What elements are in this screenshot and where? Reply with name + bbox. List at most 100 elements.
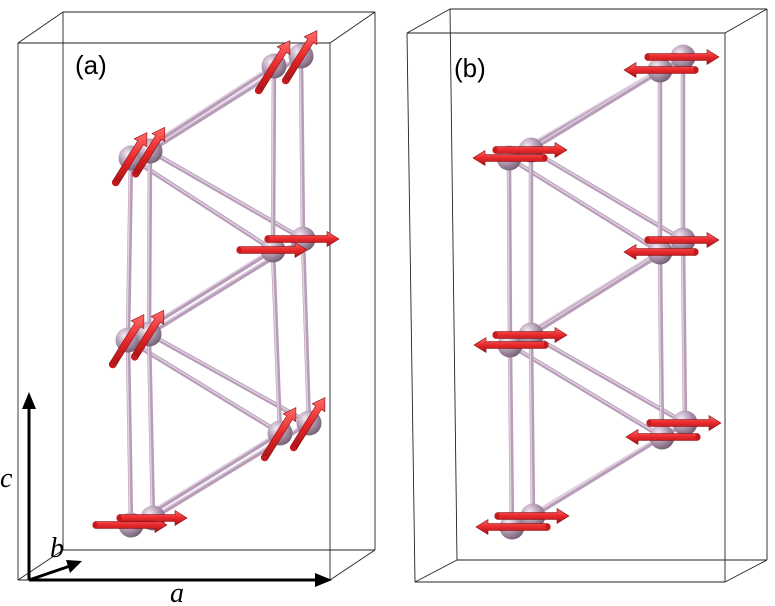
spin-tail-b-3 [492,146,498,154]
bond-a-17 [146,331,156,521]
bond-highlight-b-14 [507,156,510,345]
bond-b-16 [507,342,515,530]
unit-cell-b [406,8,768,583]
bond-highlight-a-3 [148,149,303,239]
bond-b-12 [657,249,665,440]
spin-tail-a-2 [254,88,262,95]
spin-arrow-a-0 [111,132,148,186]
spin-tail-a-4 [236,246,242,254]
axis-b-label: b [50,533,64,564]
spin-tail-a-3 [281,78,289,85]
unit-cell-a [17,11,376,581]
bond-a-13 [300,236,312,426]
panel-label-a: (a) [75,50,107,80]
bond-highlight-b-7 [529,333,685,423]
cell-edge-b-4 [414,559,458,583]
cell-edge-a-0 [17,11,64,44]
bond-b-13 [680,237,688,426]
spin-arrow-b-10 [475,518,549,536]
bond-highlight-a-12 [271,248,280,433]
cell-edge-b-9 [449,8,458,561]
spin-tail-b-8 [695,433,701,441]
axis-triad: c b a [0,392,332,606]
bond-a-15 [146,148,153,337]
spin-tail-b-7 [492,331,498,339]
spin-tail-a-6 [108,362,116,369]
bond-b-14 [506,155,513,348]
cell-edge-b-6 [724,559,768,583]
axis-c-label: c [0,463,13,494]
spin-tail-a-0 [111,180,119,187]
bond-highlight-a-13 [301,237,309,423]
spin-arrow-a-5 [266,230,340,248]
bond-a-11 [298,53,306,242]
bond-highlight-a-2 [129,156,273,250]
panel-a-structure: (a) [17,11,376,581]
spin-arrow-b-6 [473,336,547,354]
cell-edge-a-6 [329,549,376,581]
spin-arrow-a-4 [238,241,308,259]
spin-tail-b-10 [545,523,551,531]
bond-highlight-b-16 [508,343,512,527]
bond-highlight-a-11 [299,54,303,239]
spin-arrow-a-3 [281,30,318,84]
spin-arrow-a-6 [108,314,145,368]
spin-arrow-b-1 [646,48,720,66]
panel-label-b: (b) [454,53,486,83]
spin-arrow-a-11 [118,509,188,527]
spin-arrow-b-7 [494,326,568,344]
spin-tail-b-9 [646,419,652,427]
axis-a-arrowhead [315,573,332,587]
bond-highlight-a-10 [271,64,274,250]
spin-tail-b-6 [543,341,549,349]
bond-highlight-b-17 [529,333,533,516]
spin-arrow-b-2 [472,149,546,167]
spin-tail-a-11 [116,514,122,522]
cell-edge-b-8 [406,32,416,583]
bonds-b [506,54,688,530]
spin-arrow-a-2 [254,40,291,94]
spins-a-front [92,30,340,534]
spin-tail-b-11 [494,512,500,520]
spin-arrow-a-9 [289,397,326,451]
bond-a-16 [125,337,134,528]
bond-a-10 [270,63,277,253]
axis-c-arrowhead [22,392,36,409]
bond-highlight-a-15 [147,149,150,334]
spin-tail-b-2 [542,154,548,162]
spin-tail-b-0 [693,66,699,74]
spin-tail-a-9 [289,445,297,452]
spin-arrow-b-0 [623,61,697,79]
spin-arrow-b-8 [625,428,699,446]
bond-a-12 [270,247,283,436]
bond-highlight-b-13 [681,238,685,423]
spins-b-front [472,48,722,536]
cell-edge-b-2 [724,8,768,34]
spin-tail-b-5 [644,236,650,244]
bond-highlight-b-6 [508,343,662,437]
bonds-a [125,53,312,528]
spin-arrow-a-8 [260,407,297,461]
axis-b-line [28,564,71,582]
bond-b-17 [528,332,536,519]
spin-tail-a-10 [92,521,98,529]
spin-tail-a-5 [264,235,270,243]
panel-b-structure: (b) [406,8,768,583]
bond-highlight-a-7 [147,332,309,423]
bond-highlight-a-16 [126,338,131,525]
cell-edge-a-2 [329,11,376,44]
bond-highlight-b-3 [529,148,683,240]
bond-highlight-a-6 [126,338,280,433]
axis-a-label: a [170,578,184,606]
spin-tail-a-1 [131,171,139,178]
bond-highlight-a-14 [126,156,131,340]
axis-b-arrowhead [66,560,82,573]
spin-tail-a-7 [130,354,138,361]
spin-arrow-a-7 [130,309,165,360]
bond-highlight-b-12 [658,250,662,437]
cell-edge-b-0 [406,8,451,34]
spin-arrow-b-11 [496,507,570,525]
bond-highlight-a-17 [147,332,153,518]
cell-edge-a-4 [17,549,64,581]
spin-arrow-b-5 [646,231,720,249]
